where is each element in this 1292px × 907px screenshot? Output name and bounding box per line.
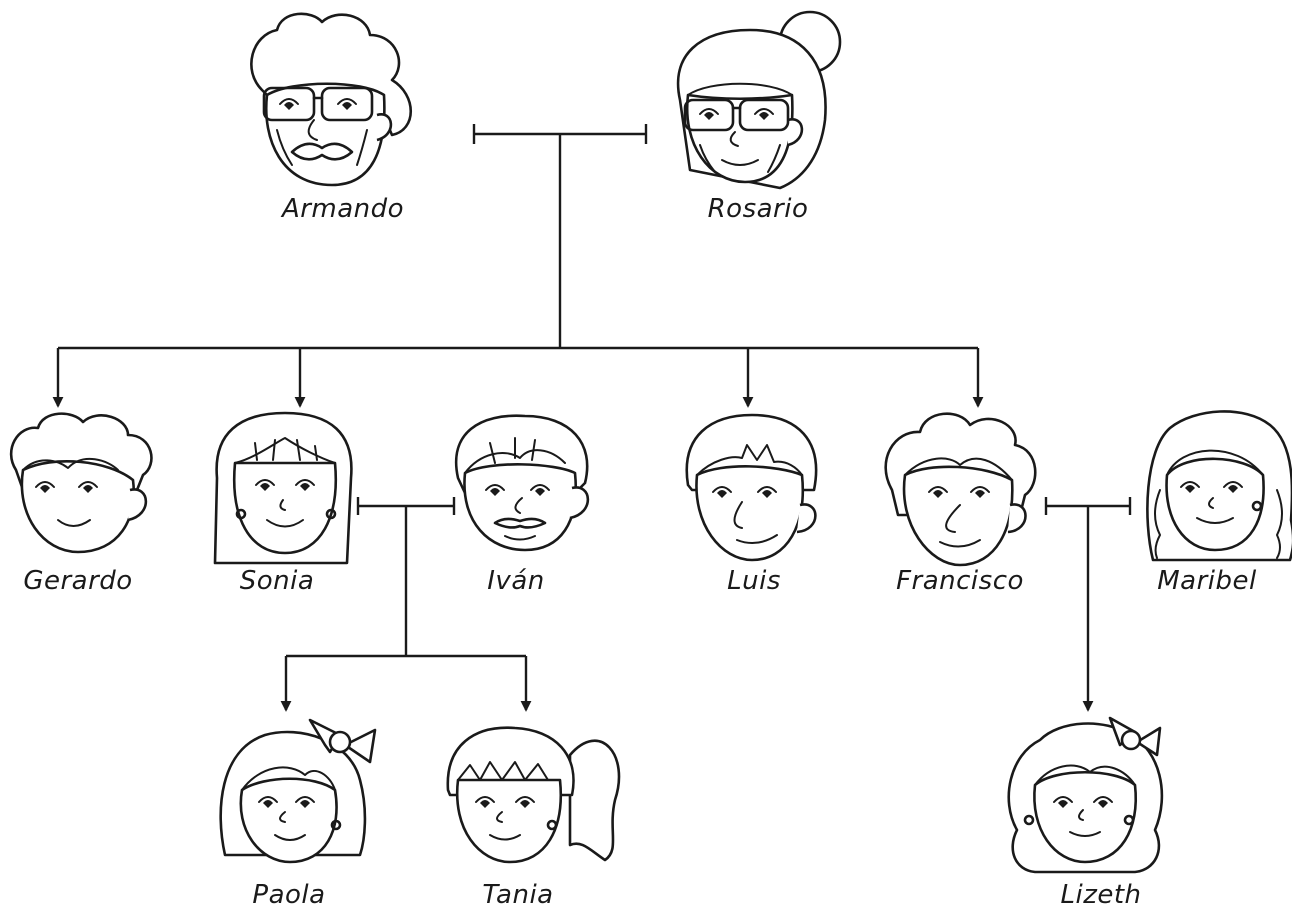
tania-portrait [446,726,621,864]
name-ivan: Iván [487,566,544,596]
name-armando: Armando [280,194,404,224]
paola-portrait [219,718,377,864]
luis-portrait [685,413,818,562]
name-luis: Luis [727,566,781,596]
francisco-portrait [884,412,1037,567]
ivan-portrait [455,414,590,552]
name-paola: Paola [252,880,325,907]
name-sonia: Sonia [240,566,315,596]
name-gerardo: Gerardo [23,566,132,596]
bow-icon [308,718,377,764]
lizeth-portrait [1007,716,1164,874]
maribel-portrait [1146,410,1292,562]
name-lizeth: Lizeth [1060,880,1141,907]
rosario-portrait [676,10,842,190]
descent-line-grandparents [58,134,978,350]
marriage-line-sonia-ivan [286,497,526,658]
name-francisco: Francisco [896,566,1024,596]
name-rosario: Rosario [708,194,809,224]
name-tania: Tania [482,880,553,907]
sonia-portrait [213,411,353,565]
name-maribel: Maribel [1157,566,1257,596]
armando-portrait [250,12,413,187]
bow-icon [1108,716,1162,757]
gerardo-portrait [9,412,153,554]
